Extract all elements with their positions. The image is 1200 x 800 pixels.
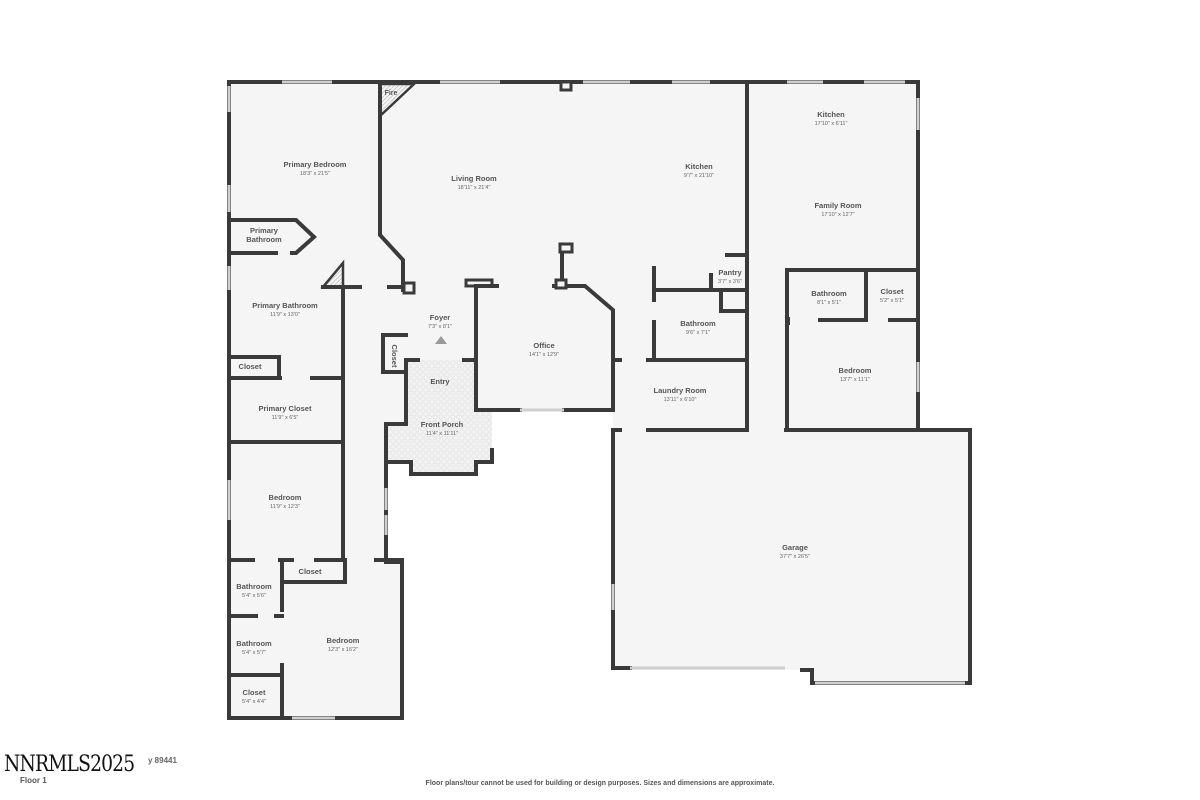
room-primary-bathroom-small: Primary Bathroom: [246, 226, 282, 244]
svg-text:Laundry Room: Laundry Room: [654, 386, 707, 395]
svg-text:Family Room: Family Room: [814, 201, 861, 210]
svg-text:Bathroom: Bathroom: [246, 235, 282, 244]
svg-text:Closet: Closet: [239, 362, 262, 371]
room-closet-sw: Closet: [299, 567, 322, 576]
svg-text:Bedroom: Bedroom: [327, 636, 360, 645]
svg-text:17'10" x 12'7": 17'10" x 12'7": [821, 212, 854, 218]
svg-text:Fire: Fire: [385, 90, 398, 97]
svg-text:13'7" x 11'1": 13'7" x 11'1": [840, 377, 870, 383]
svg-text:8'1" x 5'1": 8'1" x 5'1": [817, 300, 841, 306]
room-bedroom-east: Bedroom 13'7" x 11'1": [839, 366, 872, 383]
entry-arrow-icon: [435, 336, 447, 344]
address-text: y 89441: [148, 756, 177, 765]
svg-text:7'3" x 8'1": 7'3" x 8'1": [428, 324, 452, 330]
room-closet-east: Closet 5'2" x 5'1": [880, 287, 904, 304]
svg-text:Garage: Garage: [782, 543, 808, 552]
svg-text:9'6" x 7'1": 9'6" x 7'1": [686, 330, 710, 336]
room-living-room: Living Room 18'11" x 21'4": [451, 174, 497, 191]
svg-text:11'9" x 13'0": 11'9" x 13'0": [270, 312, 300, 318]
svg-text:Foyer: Foyer: [430, 313, 451, 322]
room-closet-primary: Closet: [239, 362, 262, 371]
svg-text:Primary Bathroom: Primary Bathroom: [252, 301, 318, 310]
svg-text:9'7" x 21'10": 9'7" x 21'10": [684, 173, 714, 179]
svg-text:5'4" x 5'7": 5'4" x 5'7": [242, 650, 266, 656]
room-front-porch: Front Porch 11'4" x 11'11": [421, 420, 464, 437]
svg-text:Entry: Entry: [430, 377, 450, 386]
room-kitchen-east: Kitchen 17'10" x 6'11": [815, 110, 848, 127]
room-kitchen-center: Kitchen 9'7" x 21'10": [684, 162, 714, 179]
svg-text:18'3" x 21'5": 18'3" x 21'5": [300, 171, 330, 177]
room-bedroom-west: Bedroom 11'9" x 12'3": [269, 493, 302, 510]
svg-text:13'11" x 6'10": 13'11" x 6'10": [664, 397, 697, 403]
room-labels: Primary Bedroom 18'3" x 21'5" Fire Livin…: [236, 90, 904, 705]
svg-text:Kitchen: Kitchen: [817, 110, 845, 119]
svg-text:11'9" x 6'5": 11'9" x 6'5": [272, 415, 299, 421]
svg-text:Closet: Closet: [243, 688, 266, 697]
windows: [227, 80, 965, 720]
svg-text:18'11" x 21'4": 18'11" x 21'4": [458, 185, 491, 191]
room-bedroom-sw: Bedroom 12'3" x 16'2": [327, 636, 360, 653]
room-garage: Garage 37'7" x 26'5": [780, 543, 810, 560]
walls: [227, 80, 972, 720]
room-entry: Entry: [430, 377, 450, 386]
svg-text:Closet: Closet: [390, 345, 399, 368]
floor-label: Floor 1: [20, 776, 47, 785]
svg-text:Front Porch: Front Porch: [421, 420, 464, 429]
room-closet-foyer: Closet: [390, 345, 399, 368]
svg-text:Bathroom: Bathroom: [680, 319, 716, 328]
room-pantry: Pantry 3'7" x 3'6": [718, 268, 743, 285]
room-bathroom-sw-1: Bathroom 5'4" x 5'6": [236, 582, 272, 599]
room-primary-closet: Primary Closet 11'9" x 6'5": [259, 404, 312, 421]
svg-text:5'4" x 4'4": 5'4" x 4'4": [242, 699, 266, 705]
room-office: Office 14'1" x 12'9": [529, 341, 559, 358]
room-family-room: Family Room 17'10" x 12'7": [814, 201, 861, 218]
svg-text:12'3" x 16'2": 12'3" x 16'2": [328, 647, 358, 653]
svg-text:3'7" x 3'6": 3'7" x 3'6": [718, 279, 742, 285]
room-fire: Fire: [385, 90, 398, 97]
svg-text:Closet: Closet: [299, 567, 322, 576]
floor-fills: [229, 82, 970, 718]
svg-text:Office: Office: [533, 341, 554, 350]
room-bathroom-sw-2: Bathroom 5'4" x 5'7": [236, 639, 272, 656]
svg-text:Closet: Closet: [881, 287, 904, 296]
room-foyer: Foyer 7'3" x 8'1": [428, 313, 452, 330]
svg-text:Primary Bedroom: Primary Bedroom: [284, 160, 347, 169]
room-primary-bedroom: Primary Bedroom 18'3" x 21'5": [284, 160, 347, 177]
svg-text:Bedroom: Bedroom: [269, 493, 302, 502]
room-primary-bathroom: Primary Bathroom 11'9" x 13'0": [252, 301, 318, 318]
svg-text:Primary Closet: Primary Closet: [259, 404, 312, 413]
disclaimer-text: Floor plans/tour cannot be used for buil…: [425, 780, 775, 787]
svg-text:Living Room: Living Room: [451, 174, 497, 183]
room-closet-sw-2: Closet 5'4" x 4'4": [242, 688, 266, 705]
svg-text:Kitchen: Kitchen: [685, 162, 713, 171]
svg-text:11'4" x 11'11": 11'4" x 11'11": [426, 431, 458, 437]
svg-text:14'1" x 12'9": 14'1" x 12'9": [529, 352, 559, 358]
svg-text:37'7" x 26'5": 37'7" x 26'5": [780, 554, 810, 560]
svg-text:Bathroom: Bathroom: [811, 289, 847, 298]
brand-watermark: NNRMLS2025: [4, 752, 135, 777]
svg-text:Pantry: Pantry: [718, 268, 742, 277]
svg-text:5'4" x 5'6": 5'4" x 5'6": [242, 593, 266, 599]
svg-text:Bathroom: Bathroom: [236, 582, 272, 591]
room-bathroom-east: Bathroom 8'1" x 5'1": [811, 289, 847, 306]
svg-text:17'10" x 6'11": 17'10" x 6'11": [815, 121, 848, 127]
svg-text:5'2" x 5'1": 5'2" x 5'1": [880, 298, 904, 304]
svg-text:Primary: Primary: [250, 226, 279, 235]
room-laundry-room: Laundry Room 13'11" x 6'10": [654, 386, 707, 403]
svg-text:Bathroom: Bathroom: [236, 639, 272, 648]
room-bathroom-center: Bathroom 9'6" x 7'1": [680, 319, 716, 336]
svg-text:11'9" x 12'3": 11'9" x 12'3": [270, 504, 300, 510]
svg-text:Bedroom: Bedroom: [839, 366, 872, 375]
